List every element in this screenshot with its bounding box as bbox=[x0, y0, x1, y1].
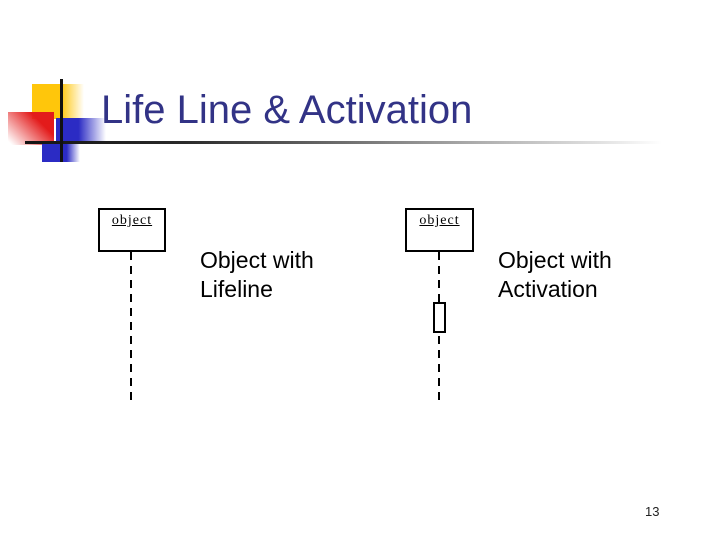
object-box-label: object bbox=[419, 213, 460, 228]
object-box-activation: object bbox=[405, 208, 474, 252]
object-box-lifeline: object bbox=[98, 208, 166, 252]
object-box-label: object bbox=[111, 213, 153, 228]
logo-red-square bbox=[8, 112, 54, 145]
caption-object-with-activation: Object with Activation bbox=[498, 247, 612, 302]
caption-object-with-lifeline: Object with Lifeline bbox=[200, 247, 314, 302]
page-number: 13 bbox=[645, 504, 660, 519]
title-divider-rule bbox=[25, 141, 662, 144]
slide-title: Life Line & Activation bbox=[101, 88, 473, 132]
logo-vertical-line bbox=[60, 79, 63, 162]
lifeline-dashed-line bbox=[130, 252, 132, 405]
activation-rectangle bbox=[433, 302, 446, 333]
logo-blue-square-upper bbox=[56, 118, 106, 143]
